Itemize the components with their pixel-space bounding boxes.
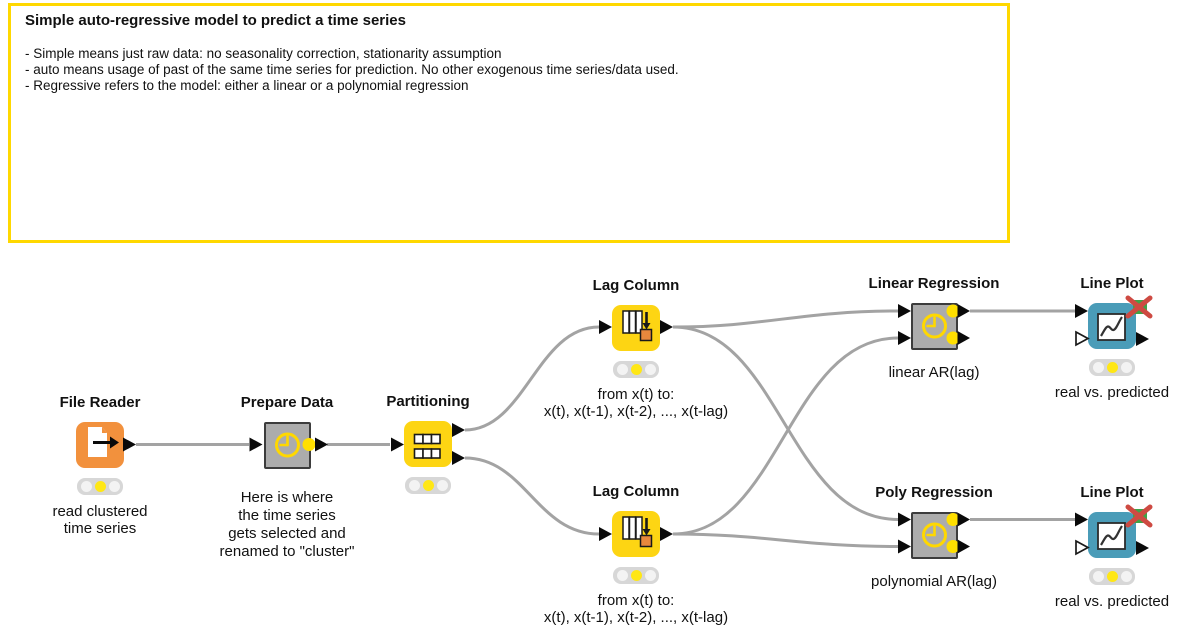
node-file-reader: File Reader read clustered time series bbox=[0, 394, 220, 537]
line-plot-icon bbox=[1097, 313, 1126, 341]
annotation-title: Simple auto-regressive model to predict … bbox=[25, 12, 406, 29]
node-label[interactable]: Partitioning bbox=[386, 393, 470, 410]
traffic-red bbox=[616, 570, 628, 581]
annotation-body: - Simple means just raw data: no seasona… bbox=[25, 46, 679, 93]
traffic-red bbox=[80, 481, 92, 492]
traffic-red bbox=[408, 480, 420, 491]
node-file-reader-body[interactable] bbox=[76, 422, 124, 468]
traffic-red bbox=[616, 364, 628, 375]
traffic-green bbox=[436, 480, 448, 491]
traffic-red bbox=[1092, 362, 1104, 373]
node-line-plot-top-body[interactable] bbox=[1088, 303, 1136, 349]
node-label[interactable]: Linear Regression bbox=[868, 275, 1000, 292]
traffic-red bbox=[1092, 571, 1104, 582]
node-lag-column-bottom: Lag Column from x(t) to: x(t), x(t-1), x… bbox=[516, 483, 756, 626]
traffic-green bbox=[644, 364, 656, 375]
lag-column-icon bbox=[622, 516, 653, 548]
node-poly-regression-body[interactable] bbox=[910, 512, 958, 559]
clock-icon bbox=[921, 522, 947, 548]
traffic-green bbox=[1120, 362, 1132, 373]
node-partitioning: Partitioning bbox=[308, 393, 548, 494]
node-lag-column-bottom-body[interactable] bbox=[612, 511, 660, 557]
node-label[interactable]: Prepare Data bbox=[240, 394, 334, 411]
node-lag-column-top: Lag Column from x(t) to: x(t), x(t-1), x… bbox=[516, 277, 756, 420]
node-prepare-data: Prepare Data Here is where the time seri… bbox=[167, 394, 407, 561]
traffic-light bbox=[613, 567, 659, 584]
traffic-yellow bbox=[1106, 571, 1118, 582]
node-caption: from x(t) to: x(t), x(t-1), x(t-2), ...,… bbox=[543, 592, 729, 626]
traffic-yellow bbox=[422, 480, 434, 491]
node-prepare-data-body[interactable] bbox=[263, 422, 311, 469]
node-caption: from x(t) to: x(t), x(t-1), x(t-2), ...,… bbox=[543, 386, 729, 420]
partitioning-icon bbox=[413, 433, 441, 459]
node-caption: linear AR(lag) bbox=[888, 364, 980, 381]
line-plot-icon bbox=[1097, 522, 1126, 550]
clock-icon bbox=[921, 313, 947, 339]
traffic-light bbox=[77, 478, 123, 495]
workflow-annotation[interactable]: Simple auto-regressive model to predict … bbox=[8, 3, 1010, 243]
node-line-plot-bottom-body[interactable] bbox=[1088, 512, 1136, 558]
traffic-yellow bbox=[630, 570, 642, 581]
node-label[interactable]: Poly Regression bbox=[875, 484, 993, 501]
traffic-green bbox=[108, 481, 120, 492]
traffic-light bbox=[613, 361, 659, 378]
node-partitioning-body[interactable] bbox=[404, 421, 452, 467]
node-label[interactable]: Lag Column bbox=[592, 483, 680, 500]
traffic-yellow bbox=[94, 481, 106, 492]
node-label[interactable]: Line Plot bbox=[1080, 484, 1144, 501]
traffic-yellow bbox=[1106, 362, 1118, 373]
node-caption: real vs. predicted bbox=[1054, 593, 1170, 610]
node-lag-column-top-body[interactable] bbox=[612, 305, 660, 351]
clock-icon bbox=[274, 432, 300, 458]
node-caption: real vs. predicted bbox=[1054, 384, 1170, 401]
node-label[interactable]: Lag Column bbox=[592, 277, 680, 294]
node-caption: polynomial AR(lag) bbox=[871, 573, 997, 590]
node-line-plot-top: Line Plot real vs. predicted bbox=[992, 275, 1200, 401]
node-label[interactable]: File Reader bbox=[59, 394, 141, 411]
traffic-light bbox=[405, 477, 451, 494]
traffic-green bbox=[644, 570, 656, 581]
traffic-light bbox=[1089, 568, 1135, 585]
lag-column-icon bbox=[622, 310, 653, 342]
node-line-plot-bottom: Line Plot real vs. predicted bbox=[992, 484, 1200, 610]
traffic-yellow bbox=[630, 364, 642, 375]
traffic-green bbox=[1120, 571, 1132, 582]
traffic-light bbox=[1089, 359, 1135, 376]
node-linear-regression-body[interactable] bbox=[910, 303, 958, 350]
node-caption: Here is where the time series gets selec… bbox=[219, 489, 355, 560]
node-label[interactable]: Line Plot bbox=[1080, 275, 1144, 292]
node-caption: read clustered time series bbox=[52, 503, 148, 537]
file-reader-icon bbox=[88, 427, 119, 457]
